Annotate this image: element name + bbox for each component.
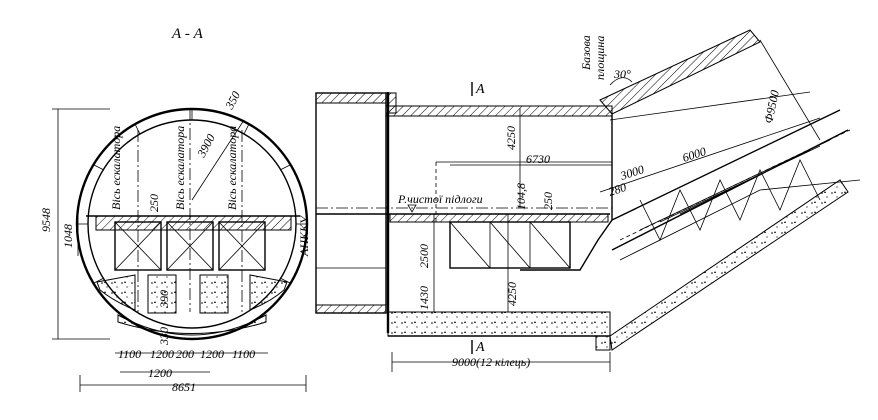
dim-incline-line (599, 117, 821, 193)
dim-330: 330 (157, 327, 171, 346)
dim-1200-right: 1200 (200, 347, 224, 361)
longitudinal-view: А А Р.чистої підлоги (315, 29, 861, 372)
dim-1048: 1048 (61, 224, 75, 248)
escalator-axis-label-2: Вісь ескалатора (173, 126, 187, 210)
foundations (96, 274, 288, 336)
shaft-chamber (315, 92, 387, 314)
dim-4250-top: 4250 (504, 126, 518, 150)
base-plate-line2: площина (593, 36, 607, 80)
floor-slab (95, 215, 292, 231)
dim-1430: 1430 (417, 286, 431, 310)
escalator-axis-label-3: Вісь ескалатора (225, 126, 239, 210)
dim-1100-right: 1100 (232, 347, 255, 361)
clean-floor-label: Р.чистої підлоги (397, 192, 483, 206)
section-title: А - А (171, 26, 204, 42)
dim-1100-left: 1100 (118, 347, 141, 361)
inclined-tunnel (520, 29, 861, 351)
dim-6730: 6730 (526, 152, 550, 166)
dim-2500: 2500 (417, 244, 431, 268)
escalator-axis-label-1: Вісь ескалатора (109, 126, 123, 210)
section-mark-top: А (475, 82, 485, 97)
inclined-roof (599, 29, 761, 115)
machine-room-trusses (435, 161, 612, 269)
inclined-escalator-top (611, 109, 841, 221)
ankku-label: АНККУ (297, 214, 311, 257)
foundation-base (387, 311, 611, 337)
dim-3900-line (191, 119, 245, 201)
section-a-a: А - А (39, 26, 311, 394)
dim-height-total: 9548 (39, 208, 53, 232)
dim-250-right: 250 (541, 192, 555, 210)
dim-280: 280 (607, 180, 628, 199)
angle-30: 30° (613, 67, 631, 81)
dim-104-8: 104,8 (514, 183, 528, 210)
inclined-bottom (609, 179, 849, 351)
dim-1200-mid: 1200 (150, 347, 174, 361)
dim-3900: 3900 (194, 132, 218, 161)
dim-350: 350 (222, 89, 243, 112)
dim-9000: 9000(12 кілець) (452, 355, 530, 369)
base-plate-line1: Базова (579, 35, 593, 71)
ring-segments (78, 109, 306, 284)
dim-200: 200 (176, 347, 194, 361)
dim-250-left: 250 (147, 194, 161, 212)
dim-phi-9500: Ф9500 (761, 89, 782, 125)
dim-width-total: 8651 (172, 380, 196, 394)
section-mark-bottom: А (475, 340, 485, 355)
inclined-lower-wall (520, 114, 613, 271)
dim-4250-bottom: 4250 (505, 282, 519, 306)
dim-6000: 6000 (681, 144, 708, 165)
roof-slab (385, 105, 613, 117)
dim-1200-bottom: 1200 (148, 366, 172, 380)
dim-390: 390 (157, 290, 171, 309)
